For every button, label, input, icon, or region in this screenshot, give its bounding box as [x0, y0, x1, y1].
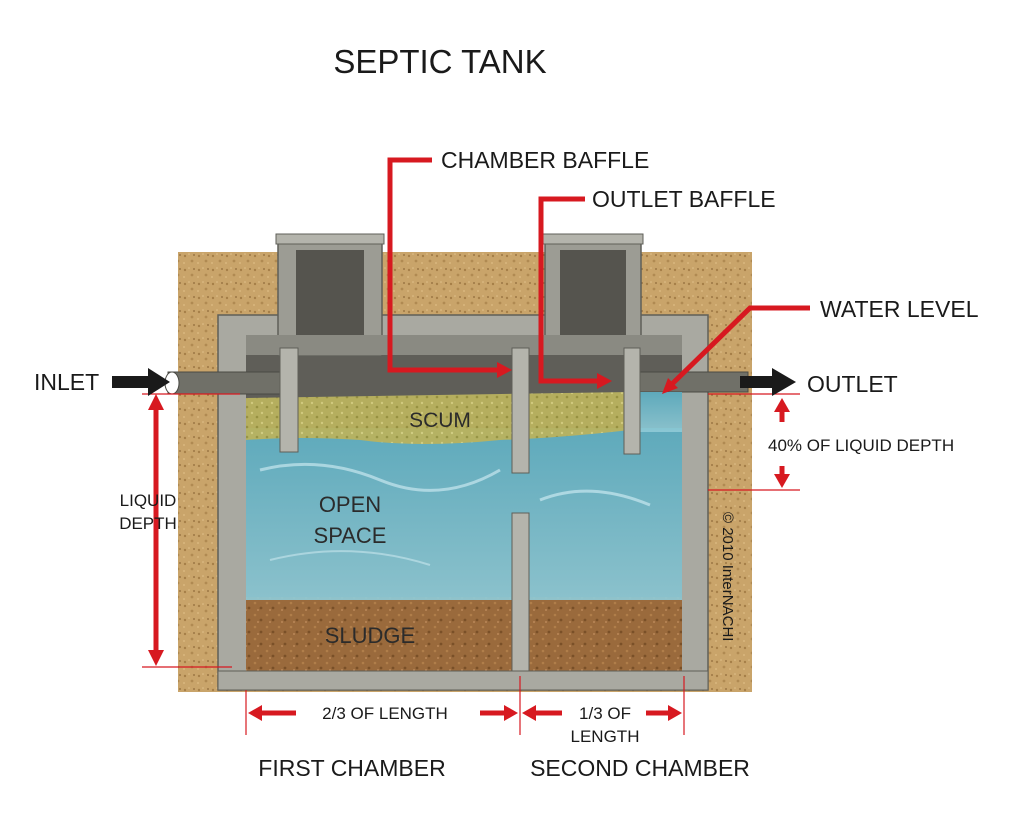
- sludge-layer: [246, 597, 682, 671]
- open-space-label-line2: SPACE: [314, 523, 387, 548]
- sludge-label: SLUDGE: [325, 623, 415, 648]
- copyright-label: © 2010 InterNACHI: [719, 512, 736, 641]
- outlet-flow-arrow: [740, 368, 796, 396]
- inlet-pipe: [164, 371, 284, 395]
- water-level-label: WATER LEVEL: [820, 296, 979, 322]
- outlet-baffle-label: OUTLET BAFFLE: [592, 186, 776, 212]
- open-space-label-line1: OPEN: [319, 492, 381, 517]
- annotation-leaders: [153, 157, 810, 716]
- outlet-pipe: [637, 371, 749, 393]
- inlet-label: INLET: [34, 369, 99, 395]
- second-chamber-label: SECOND CHAMBER: [530, 755, 750, 781]
- one-third-length-label-line2: LENGTH: [571, 727, 640, 746]
- outlet-baffle: [623, 347, 641, 455]
- inlet-baffle: [279, 347, 299, 453]
- annotation-arrowheads: [148, 362, 790, 721]
- water-open-space: [246, 392, 682, 600]
- chamber-baffle: [511, 347, 530, 672]
- scum-layer: [246, 392, 630, 444]
- outlet-label: OUTLET: [807, 371, 898, 397]
- liquid-depth-label-line2: DEPTH: [119, 514, 177, 533]
- first-chamber-label: FIRST CHAMBER: [258, 755, 445, 781]
- scum-label: SCUM: [409, 409, 471, 432]
- chamber-baffle-label: CHAMBER BAFFLE: [441, 147, 649, 173]
- forty-percent-label: 40% OF LIQUID DEPTH: [768, 436, 954, 455]
- two-thirds-length-label: 2/3 OF LENGTH: [322, 704, 448, 723]
- inlet-flow-arrow: [112, 368, 170, 396]
- diagram-title: SEPTIC TANK: [333, 43, 546, 80]
- annotation-thin-lines: [142, 393, 800, 735]
- tank-floor: [217, 670, 709, 691]
- liquid-depth-label-line1: LIQUID: [120, 491, 177, 510]
- one-third-length-label-line1: 1/3 OF: [579, 704, 631, 723]
